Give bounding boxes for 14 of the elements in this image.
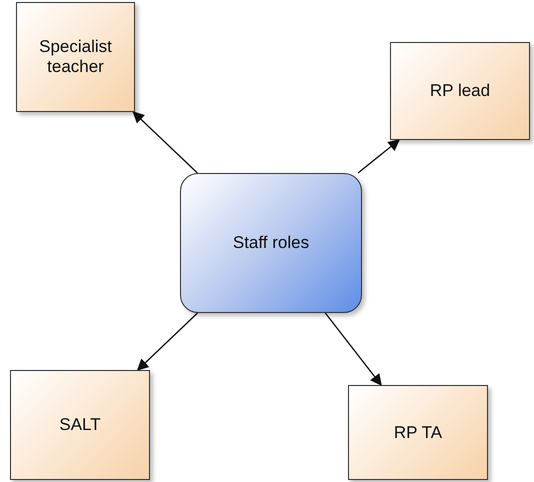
role-box [10, 370, 150, 480]
arrow [358, 139, 400, 174]
node-label: SALT [58, 415, 102, 435]
arrow [136, 312, 198, 371]
arrow [324, 312, 382, 386]
role-box [390, 42, 530, 140]
arrow [132, 111, 198, 174]
node-label: RP lead [428, 81, 492, 101]
node-label: RP TA [392, 422, 444, 442]
node-label: Staff roles [232, 233, 310, 253]
role-box [348, 385, 488, 480]
rounded-box [180, 173, 362, 313]
node-label: Specialist teacher [38, 37, 113, 77]
role-box [16, 2, 135, 112]
